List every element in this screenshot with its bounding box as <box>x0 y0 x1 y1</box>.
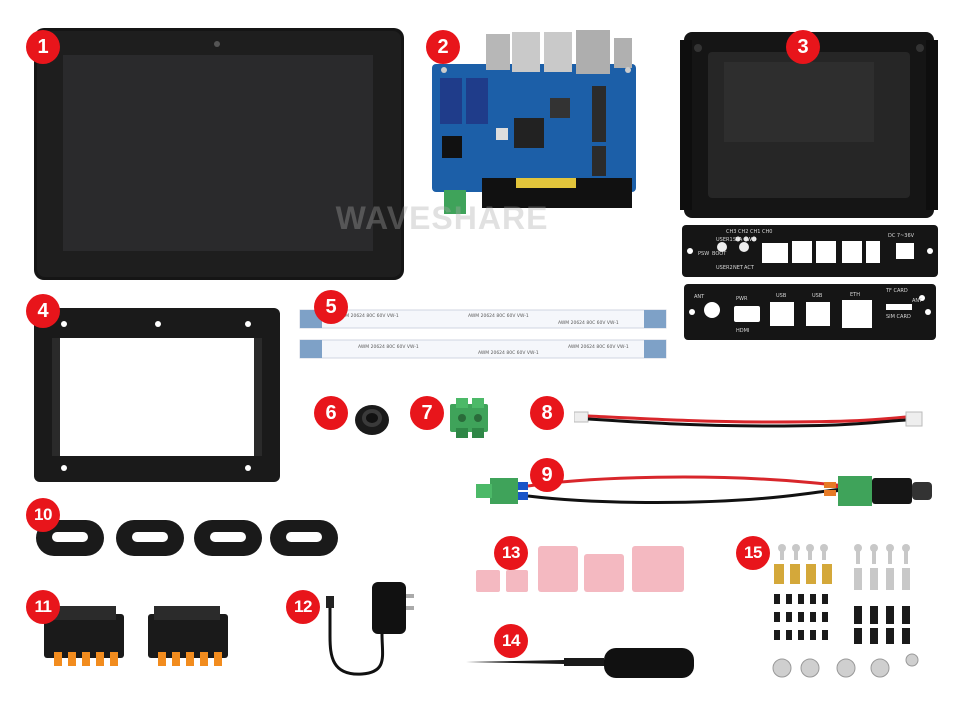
panel-label-ch3: CH3 <box>726 229 736 235</box>
item-number-6: 6 <box>314 396 348 430</box>
green-terminal-block <box>450 398 488 438</box>
panel-label-pwr: PWR <box>744 237 756 243</box>
item-number-12: 12 <box>286 590 320 624</box>
panel-label-eth: ETH <box>850 292 860 298</box>
fpc-ribbon-cables: AWM 20624 80C 60V VW-1 AWM 20624 80C 60V… <box>299 309 667 359</box>
panel-label-usb-1: USB <box>776 293 787 299</box>
item-number-11: 11 <box>26 590 60 624</box>
cable-print-4: AWM 20624 80C 60V VW-1 <box>358 344 419 350</box>
terminal-block-connector-1 <box>44 606 124 666</box>
screwdriver <box>466 648 694 678</box>
panel-label-tf-card: TF CARD <box>885 288 908 294</box>
cable-grommet <box>355 405 389 435</box>
item-number-13: 13 <box>494 536 528 570</box>
panel-label-user2: USER2 <box>716 265 733 271</box>
screws-and-standoffs <box>772 544 919 678</box>
panel-label-boot: BOOT <box>712 251 727 257</box>
item-number-5: 5 <box>314 290 348 324</box>
panel-label-hdmi: HDMI <box>736 328 749 334</box>
rubber-foot-4 <box>270 520 338 556</box>
brand-watermark: WAVESHARE <box>335 200 549 236</box>
item-number-3: 3 <box>786 30 820 64</box>
dc-power-cable <box>476 475 932 506</box>
item-number-2: 2 <box>426 30 460 64</box>
panel-label-ch0: CH0 <box>762 229 772 235</box>
power-adapter <box>326 582 414 676</box>
cable-print-2: AWM 20624 80C 60V VW-1 <box>468 313 529 319</box>
panel-label-pwr-port: PWR <box>736 296 748 302</box>
panel-label-sim-card: SIM CARD <box>886 314 911 320</box>
panel-label-ch2: CH2 <box>738 229 748 235</box>
panel-label-ant-right: ANT <box>912 298 923 304</box>
item-number-7: 7 <box>410 396 444 430</box>
touchscreen-display <box>34 28 404 280</box>
panel-label-usb-2: USB <box>812 293 823 299</box>
rubber-foot-3 <box>194 520 262 556</box>
cable-print-5: AWM 20624 80C 60V VW-1 <box>478 350 539 356</box>
item-number-10: 10 <box>26 498 60 532</box>
panel-label-sta: STA <box>733 237 743 243</box>
panel-label-ant-left: ANT <box>694 294 705 300</box>
power-cable-4pin <box>574 411 923 428</box>
cable-print-1: AWM 20624 80C 60V VW-1 <box>338 313 399 319</box>
rubber-foot-2 <box>116 520 184 556</box>
item-number-9: 9 <box>530 458 564 492</box>
panel-label-psw: PSW <box>698 251 709 257</box>
metal-case <box>680 32 938 218</box>
item-number-4: 4 <box>26 294 60 328</box>
panel-label-user1: USER1 <box>716 237 733 243</box>
panel-label-dc-input: DC 7~36V <box>888 233 915 239</box>
terminal-block-connector-2 <box>148 606 228 666</box>
mounting-frame <box>34 308 280 482</box>
item-number-14: 14 <box>494 624 528 658</box>
item-number-15: 15 <box>736 536 770 570</box>
mainboard-pcb <box>432 30 636 214</box>
cable-print-6: AWM 20624 80C 60V VW-1 <box>568 344 629 350</box>
panel-label-act: ACT <box>744 265 755 271</box>
thermal-pads <box>476 546 684 592</box>
panel-label-net: NET <box>733 265 744 271</box>
cable-print-3: AWM 20624 80C 60V VW-1 <box>558 320 619 326</box>
item-number-8: 8 <box>530 396 564 430</box>
rubber-foot-1 <box>36 520 104 556</box>
io-panel-top: CH3 CH2 CH1 CH0 USER1 STA PWR PSW BOOT U… <box>682 225 938 277</box>
item-number-1: 1 <box>26 30 60 64</box>
io-panel-bottom: ANT PWR USB USB ETH TF CARD ANT SIM CARD… <box>684 284 936 340</box>
panel-label-ch1: CH1 <box>750 229 760 235</box>
